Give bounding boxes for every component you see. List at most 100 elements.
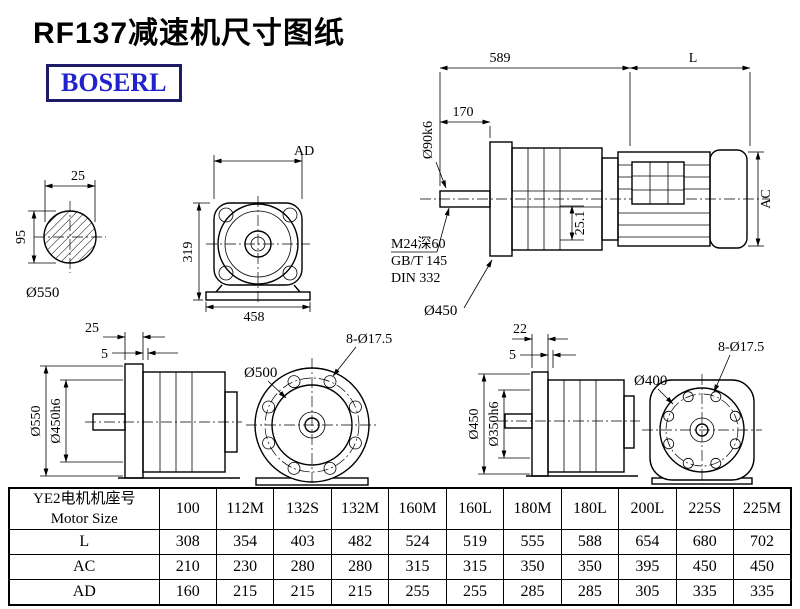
dim-key-depth-label: 25.1 bbox=[573, 211, 588, 236]
dim-bolt-holes-label: 8-Ø17.5 bbox=[346, 332, 392, 347]
brand-logo: BOSERL bbox=[46, 64, 182, 102]
table-cell: 335 bbox=[733, 579, 792, 606]
size-col-header: 160L bbox=[445, 487, 505, 530]
table-cell: 395 bbox=[618, 554, 677, 580]
dim-319-label: 319 bbox=[181, 242, 196, 263]
dim-ad-label: AD bbox=[294, 144, 314, 159]
size-col-header: 132M bbox=[330, 487, 390, 530]
dim-flange-dia-label: Ø450 bbox=[424, 303, 457, 319]
table-cell: 335 bbox=[675, 579, 735, 606]
table-cell: 354 bbox=[215, 529, 275, 555]
dim-gap-small-label: 5 bbox=[509, 348, 516, 363]
flange-front-view-large: Ø500 8-Ø17.5 bbox=[244, 332, 392, 486]
size-col-header: 225S bbox=[675, 487, 735, 530]
dim-shaft-height: 95 bbox=[14, 230, 29, 244]
table-cell: 482 bbox=[330, 529, 390, 555]
table-cell: 555 bbox=[503, 529, 562, 555]
table-cell: 519 bbox=[445, 529, 505, 555]
table-cell: 215 bbox=[330, 579, 390, 606]
dim-gap-label: 5 bbox=[101, 347, 108, 362]
page-title: RF137减速机尺寸图纸 bbox=[33, 17, 346, 50]
row-label-ad: AD bbox=[8, 579, 160, 606]
size-col-header: 100 bbox=[158, 487, 217, 530]
dim-400-label: Ø400 bbox=[634, 373, 667, 389]
table-cell: 285 bbox=[560, 579, 620, 606]
mount-flange bbox=[124, 363, 144, 479]
table-cell: 450 bbox=[733, 554, 792, 580]
side-view-small: 22 5 Ø450 Ø350h6 bbox=[467, 322, 640, 477]
table-cell: 315 bbox=[445, 554, 505, 580]
table-cell: 450 bbox=[675, 554, 735, 580]
size-col-header: 180M bbox=[503, 487, 562, 530]
row-label-l: L bbox=[8, 529, 160, 555]
dimension-table: YE2电机机座号 Motor Size 100 112M 132S 132M 1… bbox=[8, 487, 792, 606]
size-col-header: 225M bbox=[733, 487, 792, 530]
table-cell: 255 bbox=[445, 579, 505, 606]
fan-cover bbox=[709, 149, 748, 249]
assembly-side-view: 589 L 170 Ø90k6 M24深60 GB/T 145 DIN 332 … bbox=[391, 51, 774, 319]
row-label-ac: AC bbox=[8, 554, 160, 580]
flange-front-view-top: AD 319 458 bbox=[181, 144, 314, 325]
dim-500-label: Ø500 bbox=[244, 365, 277, 381]
size-col-header: 160M bbox=[388, 487, 447, 530]
tap-note-gbt145: GB/T 145 bbox=[391, 254, 447, 269]
dim-bolt-holes-small-label: 8-Ø17.5 bbox=[718, 340, 764, 355]
table-cell: 280 bbox=[273, 554, 332, 580]
table-cell: 524 bbox=[388, 529, 447, 555]
table-row-ad: AD 160 215 215 215 255 255 285 285 305 3… bbox=[8, 579, 792, 606]
dim-550-label: Ø550 bbox=[29, 405, 44, 436]
dim-450-small-label: Ø450 bbox=[467, 408, 482, 439]
terminal-box bbox=[631, 161, 685, 205]
dim-flange-thickness-label: 25 bbox=[85, 321, 99, 336]
dim-350h6-label: Ø350h6 bbox=[487, 401, 502, 446]
table-cell: 255 bbox=[388, 579, 447, 606]
table-cell: 350 bbox=[503, 554, 562, 580]
table-cell: 160 bbox=[158, 579, 217, 606]
dim-flange-thickness-small-label: 22 bbox=[513, 322, 527, 337]
dim-170-label: 170 bbox=[453, 105, 474, 120]
table-cell: 702 bbox=[733, 529, 792, 555]
dim-ac-label: AC bbox=[759, 189, 774, 208]
shaft-section-view: 25 95 Ø550 bbox=[14, 169, 106, 301]
size-col-header: 200L bbox=[618, 487, 677, 530]
motor-size-header: YE2电机机座号 Motor Size bbox=[8, 487, 160, 530]
size-col-header: 132S bbox=[273, 487, 332, 530]
dim-shaft-dia-label: Ø90k6 bbox=[421, 121, 436, 159]
dim-motor-length-label: L bbox=[689, 51, 698, 66]
table-row-ac: AC 210 230 280 280 315 315 350 350 395 4… bbox=[8, 554, 792, 580]
table-cell: 280 bbox=[330, 554, 390, 580]
table-cell: 680 bbox=[675, 529, 735, 555]
table-cell: 215 bbox=[273, 579, 332, 606]
reducer-body-small bbox=[547, 379, 625, 473]
dim-450h6-label: Ø450h6 bbox=[49, 398, 64, 443]
motor-size-table: YE2电机机座号 Motor Size 100 112M 132S 132M 1… bbox=[8, 487, 792, 606]
shaft-section-circle bbox=[43, 210, 97, 264]
table-cell: 305 bbox=[618, 579, 677, 606]
size-col-header: 180L bbox=[560, 487, 620, 530]
table-cell: 230 bbox=[215, 554, 275, 580]
side-view-large: 25 5 Ø550 Ø450h6 bbox=[29, 321, 242, 479]
table-cell: 210 bbox=[158, 554, 217, 580]
dim-flange-diameter-label: Ø550 bbox=[26, 285, 59, 301]
table-cell: 215 bbox=[215, 579, 275, 606]
dim-shaft-width: 25 bbox=[71, 169, 85, 184]
tap-note-m24: M24深60 bbox=[391, 236, 445, 252]
dimension-drawing: 25 95 Ø550 AD 319 458 bbox=[14, 51, 774, 486]
table-row-l: L 308 354 403 482 524 519 555 588 654 68… bbox=[8, 529, 792, 555]
table-cell: 308 bbox=[158, 529, 217, 555]
table-cell: 285 bbox=[503, 579, 562, 606]
dim-458-label: 458 bbox=[244, 310, 265, 325]
table-cell: 315 bbox=[388, 554, 447, 580]
motor-size-header-en: Motor Size bbox=[50, 510, 118, 527]
motor-size-header-cn: YE2电机机座号 bbox=[33, 491, 136, 508]
dim-589-label: 589 bbox=[490, 51, 511, 66]
table-cell: 654 bbox=[618, 529, 677, 555]
table-header-row: YE2电机机座号 Motor Size 100 112M 132S 132M 1… bbox=[8, 487, 792, 530]
table-cell: 350 bbox=[560, 554, 620, 580]
table-cell: 403 bbox=[273, 529, 332, 555]
table-cell: 588 bbox=[560, 529, 620, 555]
mount-flange-small bbox=[531, 371, 549, 477]
size-col-header: 112M bbox=[215, 487, 275, 530]
flange-front-view-small: Ø400 8-Ø17.5 bbox=[634, 340, 764, 485]
tap-note-din332: DIN 332 bbox=[391, 271, 440, 286]
